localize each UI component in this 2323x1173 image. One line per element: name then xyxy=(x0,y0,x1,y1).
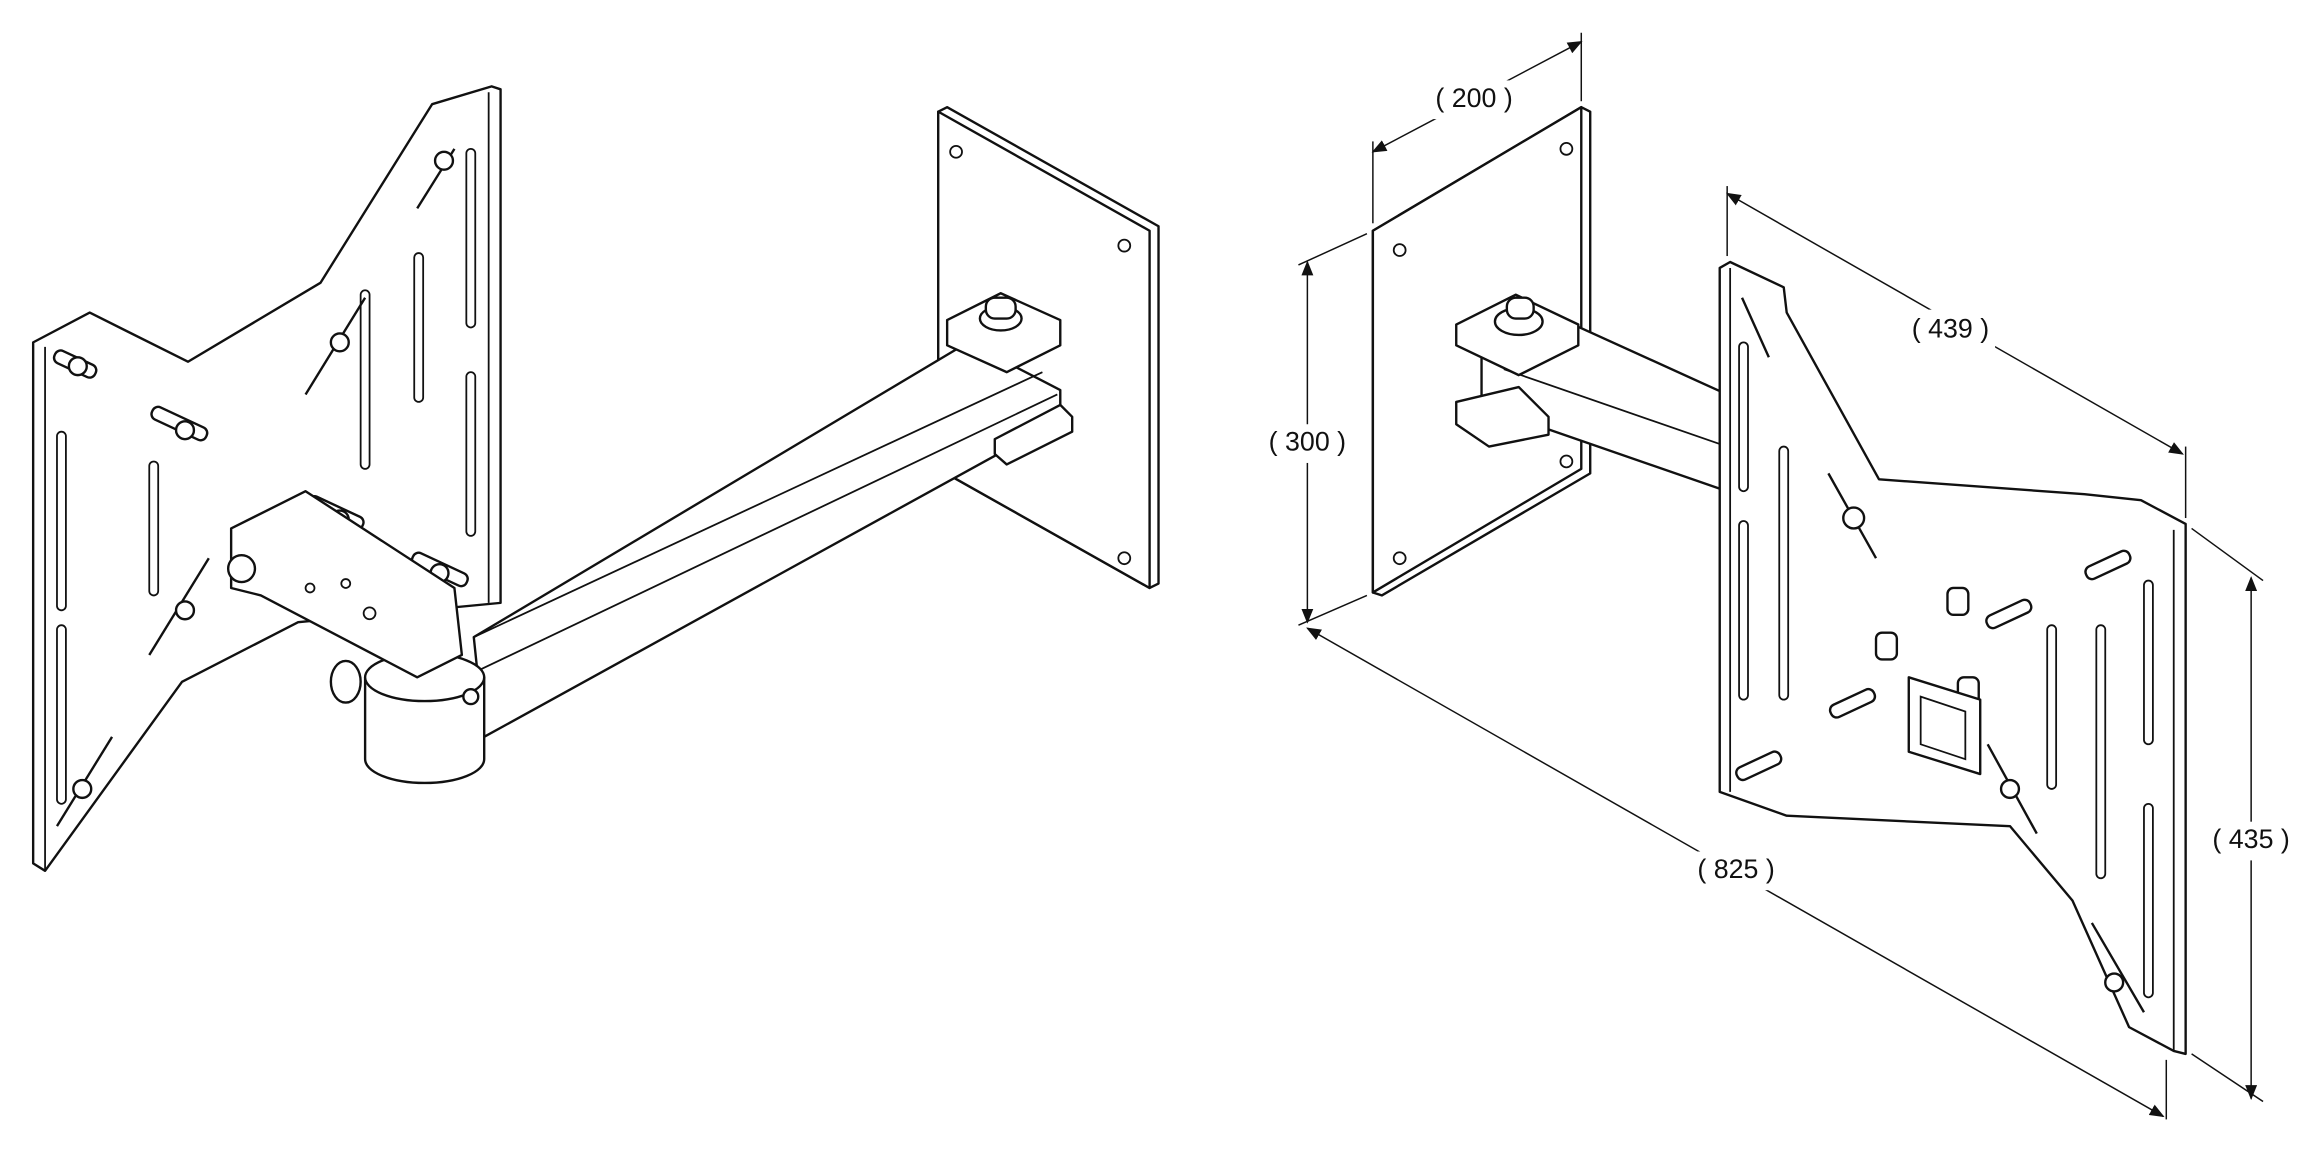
swivel-arm xyxy=(472,292,1074,739)
dimension-label-300: ( 300 ) xyxy=(1269,427,1346,457)
right-isometric-view xyxy=(1371,105,2187,1056)
dimension-label-200: ( 200 ) xyxy=(1435,83,1512,113)
swivel-arm xyxy=(1455,293,1729,493)
dimension-label-435: ( 435 ) xyxy=(2212,824,2289,854)
left-isometric-view xyxy=(31,85,1160,873)
adapter-plate xyxy=(31,85,502,873)
adapter-plate xyxy=(1718,260,2187,1056)
dimension-label-825: ( 825 ) xyxy=(1697,854,1774,884)
dimension-label-439: ( 439 ) xyxy=(1912,314,1989,344)
